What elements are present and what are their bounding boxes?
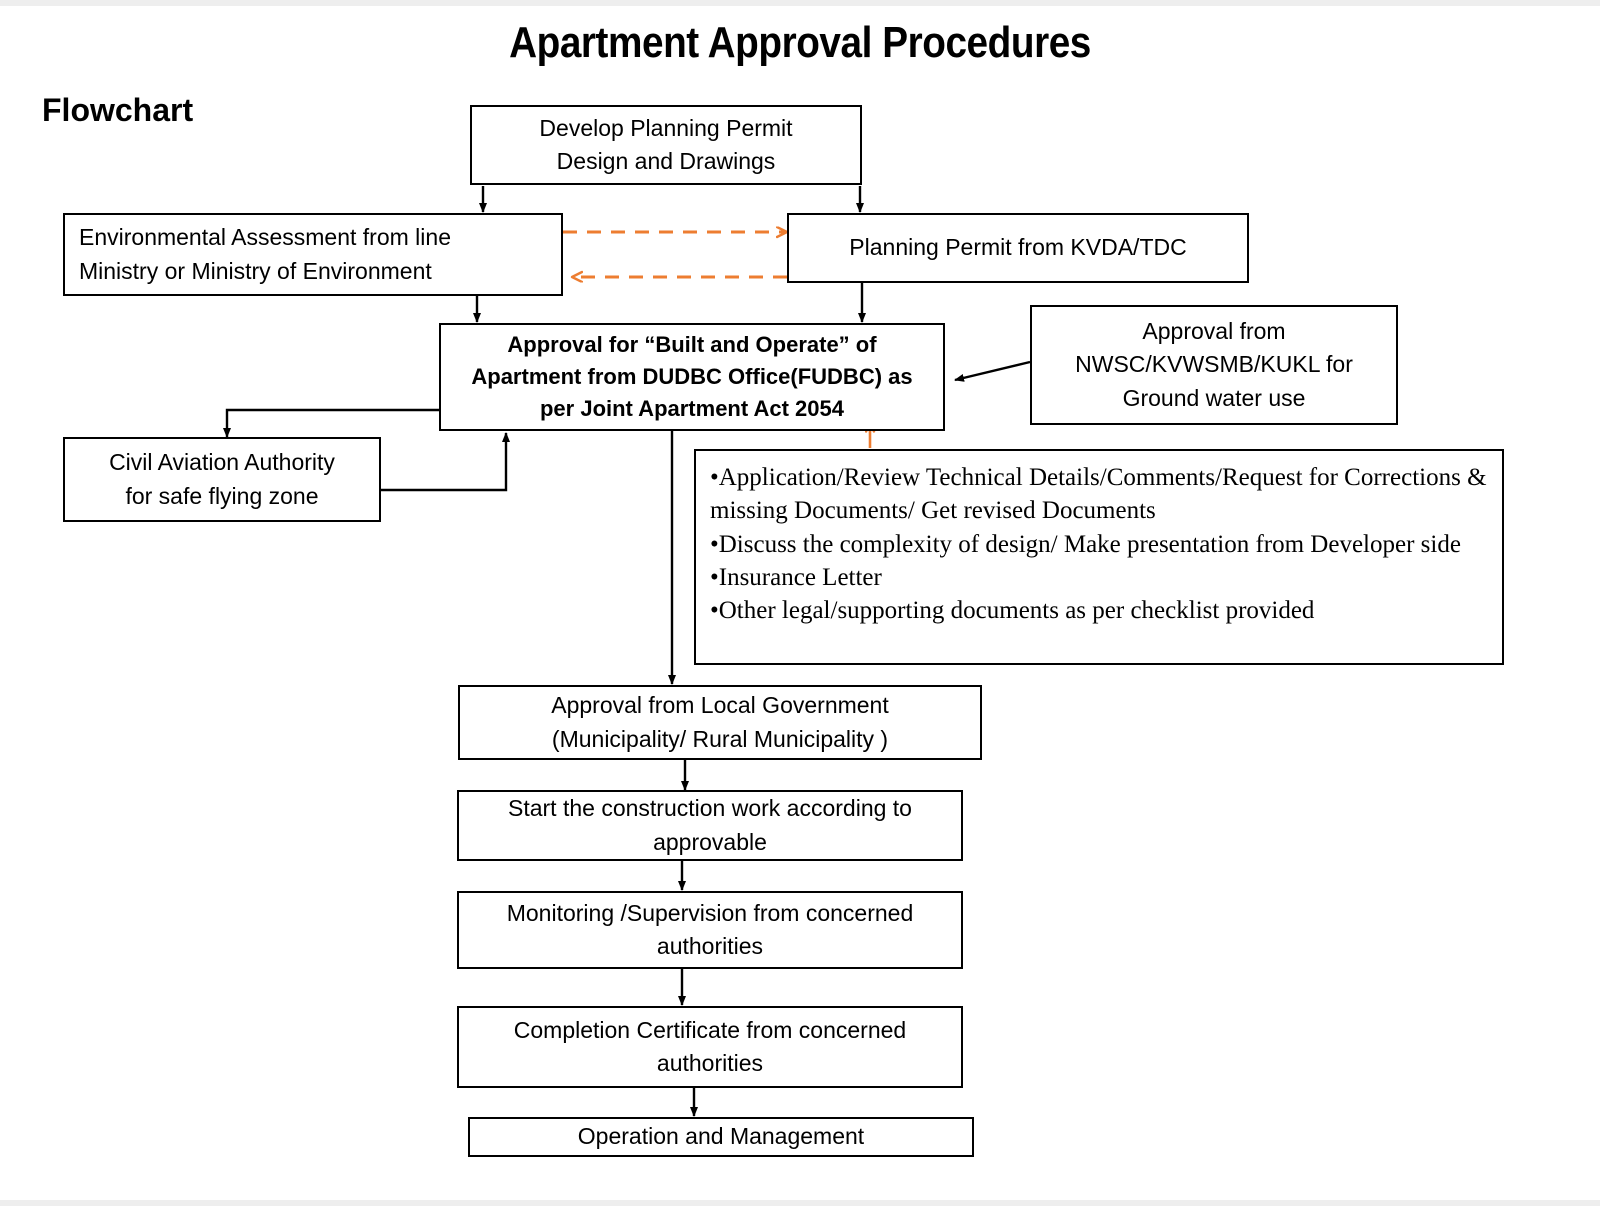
checklist-item-1: •Discuss the complexity of design/ Make … [710,530,1461,558]
page-title: Apartment Approval Procedures [509,18,1091,67]
node-environmental-assessment[interactable]: Environmental Assessment from line Minis… [63,213,563,296]
node-operation-management[interactable]: Operation and Management [468,1117,974,1157]
node-develop-planning-permit[interactable]: Develop Planning Permit Design and Drawi… [470,105,862,185]
connector-civil-aviation-to-dudbc [381,432,510,492]
node-checklist[interactable]: •Application/Review Technical Details/Co… [694,449,1504,665]
node-civil-aviation[interactable]: Civil Aviation Authority for safe flying… [63,437,381,522]
section-label-flowchart: Flowchart [42,92,194,128]
node-completion-certificate[interactable]: Completion Certificate from concerned au… [457,1006,963,1088]
top-edge-strip [0,0,1600,6]
node-ground-water-approval[interactable]: Approval from NWSC/KVWSMB/KUKL for Groun… [1030,305,1398,425]
node-planning-permit[interactable]: Planning Permit from KVDA/TDC [787,213,1249,283]
node-start-construction[interactable]: Start the construction work according to… [457,790,963,861]
node-monitoring[interactable]: Monitoring /Supervision from concerned a… [457,891,963,969]
checklist-item-2: •Insurance Letter [710,563,882,591]
checklist-item-3: •Other legal/supporting documents as per… [710,597,1315,624]
node-local-government[interactable]: Approval from Local Government (Municipa… [458,685,982,760]
connector-dudbc-to-civil-aviation [223,408,440,438]
bottom-edge-strip [0,1200,1600,1206]
node-dudbc-approval[interactable]: Approval for “Built and Operate” of Apar… [439,323,945,431]
connector-ground-water-to-dudbc [954,360,1031,382]
checklist-item-0: •Application/Review Technical Details/Co… [710,464,1487,525]
